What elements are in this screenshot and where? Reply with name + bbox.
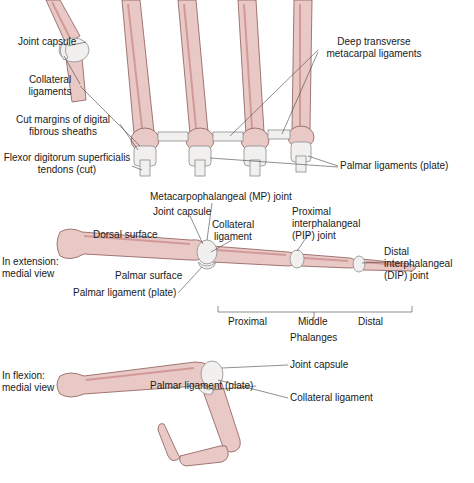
- joint-capsule: [290, 250, 304, 268]
- part-label: Palmar ligament (plate): [150, 380, 270, 392]
- bone-shading: [86, 368, 194, 380]
- part-label: Joint capsule: [153, 206, 223, 218]
- transverse-ligament: [268, 130, 290, 139]
- metacarpal-bone: [122, 0, 154, 134]
- part-label: In flexion: medial view: [2, 370, 74, 394]
- joint-capsule: [197, 240, 217, 264]
- metacarpal-bone: [57, 362, 214, 397]
- part-label: Collateral ligament: [205, 219, 261, 243]
- part-label: Distal: [358, 316, 403, 328]
- part-label: Middle: [298, 316, 343, 328]
- transverse-ligament: [213, 132, 243, 141]
- phalanx-bone: [180, 446, 229, 466]
- leader-line: [222, 365, 288, 368]
- part-label: Dorsal surface: [93, 229, 173, 241]
- part-label: Proximal: [228, 316, 283, 328]
- leader-line: [210, 156, 338, 167]
- flexor-tendon: [140, 160, 150, 176]
- metacarpal-bone: [292, 0, 312, 130]
- part-label: Cut margins of digital fibrous sheaths: [4, 114, 122, 138]
- bone-shading: [52, 2, 70, 38]
- flexor-tendon: [250, 160, 260, 176]
- palmar-plate: [198, 262, 216, 269]
- leader-line: [120, 124, 138, 150]
- part-label: Deep transverse metacarpal ligaments: [318, 36, 430, 60]
- part-label: Palmar ligaments (plate): [340, 160, 465, 172]
- leader-line: [230, 50, 318, 136]
- bone-shading: [216, 250, 406, 266]
- part-label: Phalanges: [290, 332, 350, 344]
- transverse-ligament: [158, 132, 188, 141]
- part-label: Joint capsule: [18, 36, 88, 48]
- part-label: Palmar surface: [115, 270, 195, 282]
- phalanx-bone: [158, 424, 180, 461]
- part-label: Collateral ligament: [290, 392, 400, 404]
- leader-line: [362, 262, 386, 263]
- part-label: Joint capsule: [290, 359, 370, 371]
- part-label: Collateral ligaments: [20, 74, 80, 98]
- part-label: Flexor digitorum superficialis tendons (…: [2, 152, 132, 176]
- part-label: Distal interphalangeal (DIP) joint: [384, 246, 472, 282]
- bone-shading: [128, 4, 300, 128]
- part-label: Metacarpophalangeal (MP) joint: [150, 191, 330, 203]
- metacarpal-bone: [178, 0, 208, 134]
- flexor-tendon: [195, 160, 205, 176]
- phalanx-bone: [300, 254, 357, 268]
- leader-line: [190, 216, 203, 244]
- metacarpal-bone: [57, 229, 207, 260]
- part-label: Palmar ligament (plate): [73, 287, 193, 299]
- part-label: In extension: medial view: [2, 256, 74, 280]
- part-label: Proximal interphalangeal (PIP) joint: [292, 206, 372, 242]
- leader-line: [132, 166, 142, 170]
- phalanx-bone: [209, 246, 296, 266]
- joint-capsule: [353, 256, 365, 272]
